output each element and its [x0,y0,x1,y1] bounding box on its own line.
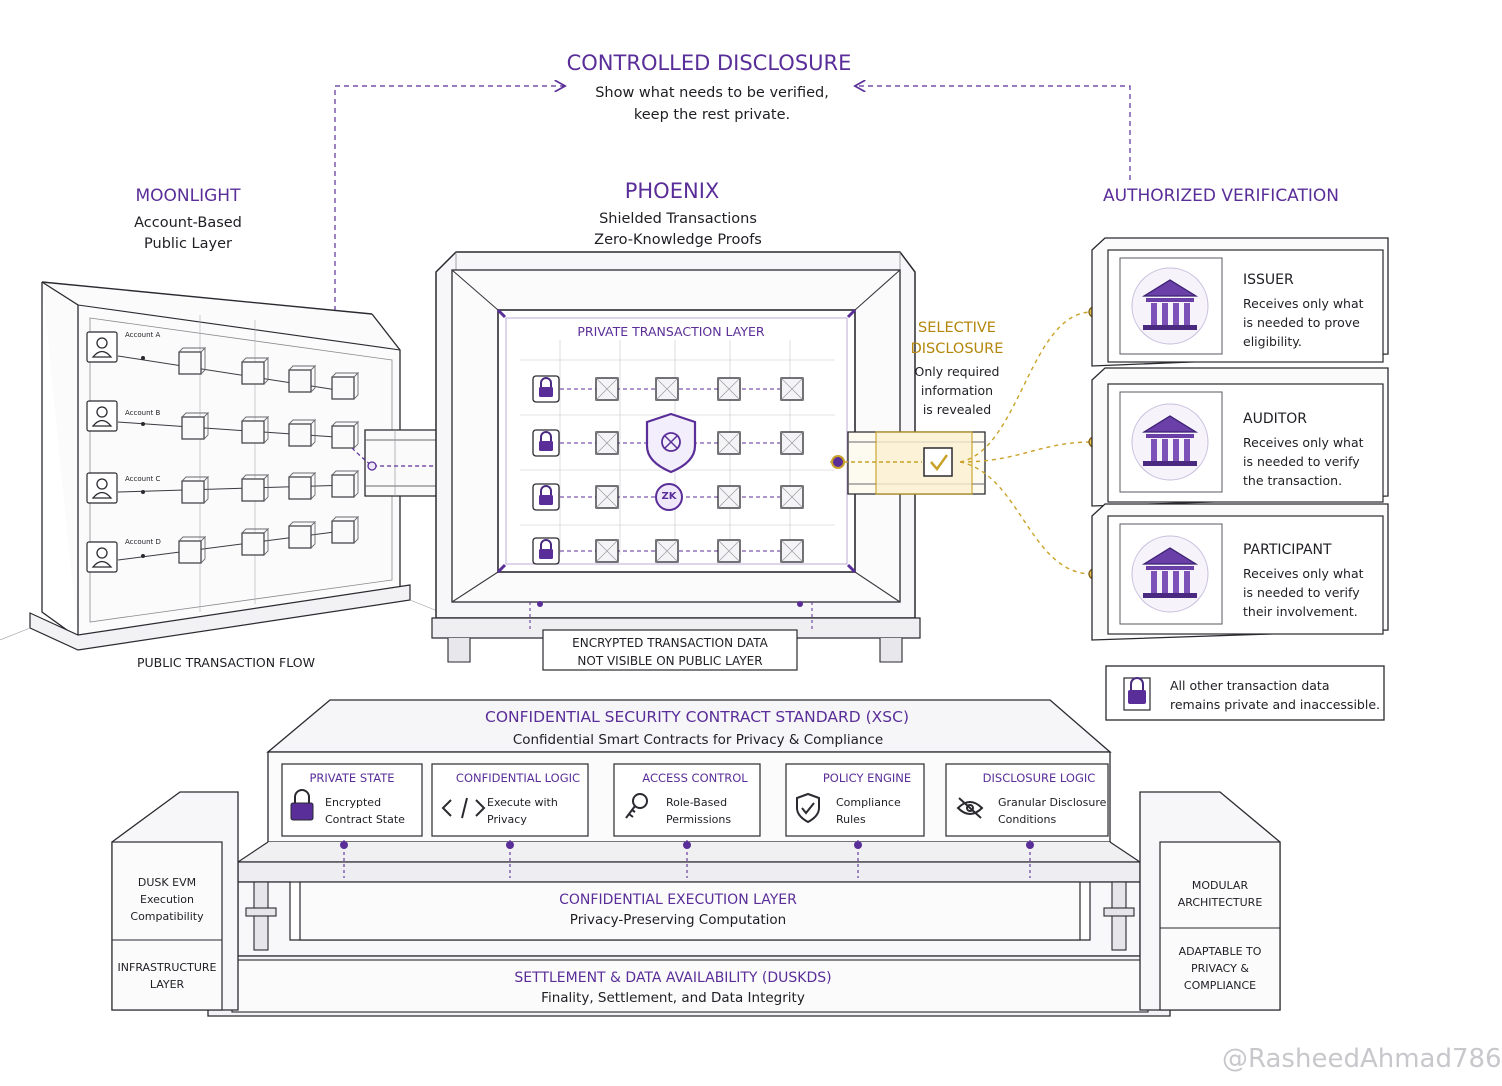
architecture-diagram [0,0,1389,1017]
ledger-row-d [86,516,359,573]
bank-icon-participant [1131,535,1209,613]
right-tunnel-connector [830,431,986,495]
bank-icon-issuer [1131,267,1209,345]
account-b-label: Account B [125,409,161,417]
xsc-modules [281,763,1109,837]
xsc-title: CONFIDENTIAL SECURITY CONTRACT STANDARD … [485,708,909,726]
vault-shield-emblem [645,412,697,474]
shield-check-icon [796,792,820,824]
selective-disclosure-paths [959,311,1093,575]
module-connectors [343,840,1031,878]
issuer-text: Receives only what is needed to prove el… [1243,296,1364,349]
private-data-note: All other transaction data remains priva… [1170,678,1380,712]
authorized-verification-title: AUTHORIZED VERIFICATION [1103,186,1339,206]
auditor-card [1091,367,1389,507]
private-layer-label: PRIVATE TRANSACTION LAYER [577,324,765,339]
issuer-card [1091,237,1389,367]
disclosure-logic-text: Granular Disclosure Conditions [998,796,1107,826]
access-control-title: ACCESS CONTROL [642,771,748,785]
left-side-pillar [111,791,239,1011]
account-c-label: Account C [125,475,161,483]
xsc-subtitle: Confidential Smart Contracts for Privacy… [512,732,884,748]
selective-disclosure-title: SELECTIVE DISCLOSURE [910,320,1004,357]
bank-icon-auditor [1131,403,1209,481]
private-state-text: Encrypted Contract State [325,796,405,826]
module-connector-dots [340,841,1034,849]
settlement-title: SETTLEMENT & DATA AVAILABILITY (DUSKDS) [514,970,832,986]
ledger-row-b [86,400,359,449]
settlement-layer [207,955,1171,1017]
participant-text: Receives only what is needed to verify t… [1243,566,1364,619]
settlement-subtitle: Finality, Settlement, and Data Integrity [541,990,805,1006]
participant-card [1091,503,1389,641]
private-state-title: PRIVATE STATE [309,771,395,785]
controlled-disclosure-title: CONTROLLED DISCLOSURE [566,51,852,75]
ledger-row-c [86,470,359,504]
controlled-disclosure-subtitle: Show what needs to be verified, keep the… [595,85,829,123]
key-icon [625,793,648,819]
auditor-title: AUDITOR [1243,411,1308,427]
module-icons [290,789,984,824]
zk-badge [655,483,683,511]
phoenix-subtitle: Shielded Transactions Zero-Knowledge Pro… [594,211,762,248]
infrastructure-label: INFRASTRUCTURE LAYER [117,961,217,991]
phoenix-title: PHOENIX [624,179,720,203]
execution-layer-title: CONFIDENTIAL EXECUTION LAYER [559,892,797,908]
support-pillars [245,881,1135,951]
eye-slash-icon [956,797,984,819]
moonlight-title: MOONLIGHT [135,186,241,206]
moonlight-subtitle: Account-Based Public Layer [134,215,242,252]
private-data-note-box [1105,665,1385,721]
zk-label: ZK [661,491,677,502]
encrypted-data-label: ENCRYPTED TRANSACTION DATA NOT VISIBLE O… [572,636,768,668]
auditor-text: Receives only what is needed to verify t… [1243,435,1364,488]
padlock-icon [290,789,314,821]
ledger-row-a [86,331,359,400]
participant-title: PARTICIPANT [1243,542,1332,558]
confidential-logic-title: CONFIDENTIAL LOGIC [455,771,581,785]
policy-engine-title: POLICY ENGINE [822,771,912,785]
policy-engine-text: Compliance Rules [836,796,901,826]
disclosure-logic-title: DISCLOSURE LOGIC [982,771,1096,785]
confidential-logic-text: Execute with Privacy [487,796,558,826]
account-d-label: Account D [125,538,161,546]
execution-layer-subtitle: Privacy-Preserving Computation [569,912,787,928]
encrypted-data-box [542,629,798,671]
adaptable-label: ADAPTABLE TO PRIVACY & COMPLIANCE [1178,945,1262,992]
issuer-title: ISSUER [1243,272,1294,288]
public-flow-label: PUBLIC TRANSACTION FLOW [137,655,315,670]
right-side-pillar [1139,791,1281,1011]
access-control-text: Role-Based Permissions [666,796,732,826]
selective-disclosure-text: Only required information is revealed [914,364,1000,417]
execution-layer [237,881,1141,957]
account-a-label: Account A [125,331,161,339]
watermark-text: @RasheedAhmad786 [1222,1044,1502,1074]
dusk-evm-label: DUSK EVM Execution Compatibility [130,876,204,923]
modular-label: MODULAR ARCHITECTURE [1177,879,1263,909]
code-icon [441,797,486,819]
disclosure-dashed-arrows [334,86,1131,320]
